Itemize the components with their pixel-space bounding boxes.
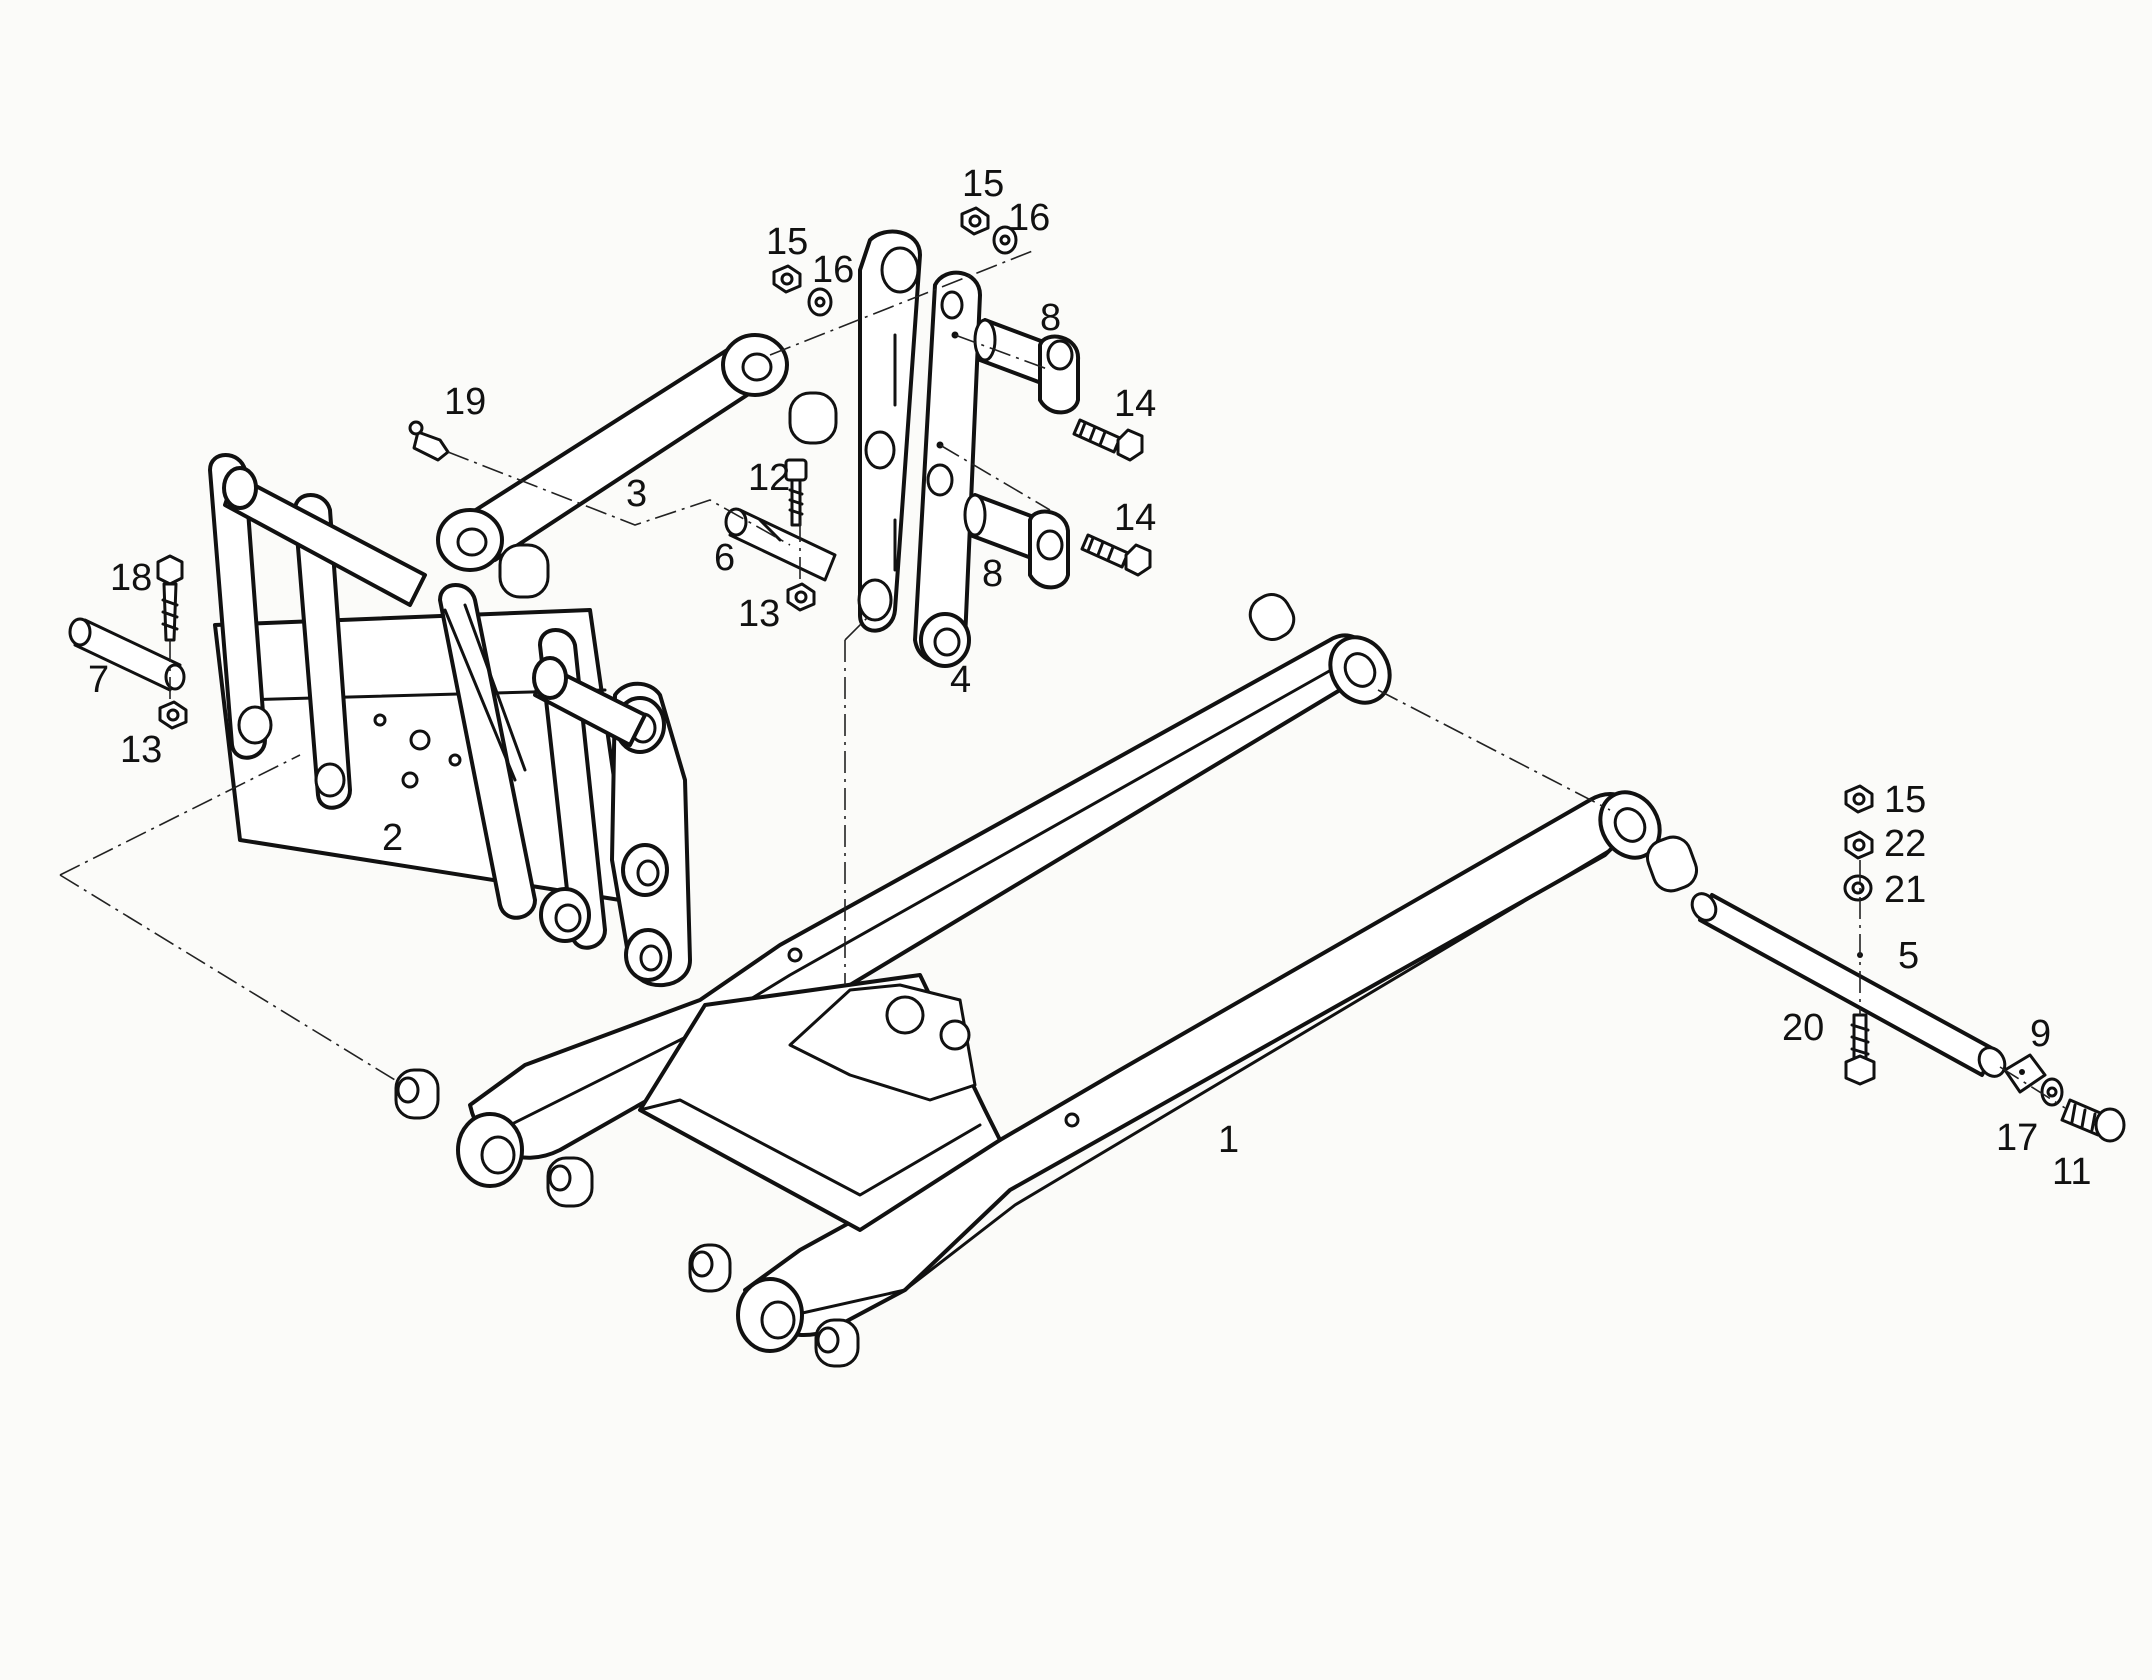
- assembly-lines: [59, 249, 2066, 1109]
- part-4-front-eye-bottom: [919, 612, 971, 668]
- part-2-boss-left-2: [314, 762, 346, 798]
- part-17-washer: [2040, 1077, 2064, 1107]
- part-4-back-eye-bottom: [857, 578, 893, 622]
- callout-16-left: 16: [812, 249, 854, 291]
- part-8-lower-pin: [963, 493, 1070, 590]
- part-3-link-arm: [436, 333, 838, 599]
- part-13-nut-left: [158, 700, 188, 730]
- callout-22: 22: [1884, 823, 1926, 865]
- part-3-eye-left: [436, 508, 504, 572]
- part-2-boss-lower: [624, 928, 672, 982]
- part-14-bolt-lower: [1080, 533, 1152, 577]
- callout-3: 3: [626, 473, 647, 515]
- callout-8-upper: 8: [1040, 297, 1061, 339]
- part-13-nut-upper: [786, 582, 816, 612]
- callout-15-left: 15: [766, 221, 808, 263]
- part-14-bolt-upper: [1072, 418, 1144, 462]
- callout-8-lower: 8: [982, 553, 1003, 595]
- callout-6: 6: [714, 537, 735, 579]
- callout-14-lower: 14: [1114, 497, 1156, 539]
- part-2-side-plate-mid-3: [538, 628, 607, 950]
- callout-labels: 1 2 3 4 5 6 7 8 8 9 11 12 13 13 14 14 15…: [88, 163, 2091, 1193]
- part-3-bushing-right: [788, 391, 838, 445]
- part-1-cross-plate-fold: [638, 1098, 982, 1197]
- part-1-bushing-bottom-inner: [814, 1318, 860, 1368]
- part-2-boss-middle: [621, 843, 669, 897]
- part-8-upper-pin: [973, 318, 1080, 415]
- part-3-eye-right: [721, 333, 789, 397]
- callout-13-left: 13: [120, 729, 162, 771]
- callout-21: 21: [1884, 869, 1926, 911]
- part-21-washer: [1843, 874, 1873, 902]
- part-15-nut-c: [1844, 784, 1874, 814]
- part-11-bolt: [2060, 1098, 2126, 1143]
- callout-9: 9: [2030, 1013, 2051, 1055]
- part-2-brace: [443, 608, 517, 782]
- part-3-bushing-left: [498, 543, 550, 599]
- callout-2: 2: [382, 817, 403, 859]
- callout-20: 20: [1782, 1007, 1824, 1049]
- callout-18: 18: [110, 557, 152, 599]
- part-1-eye-bottom: [736, 1277, 804, 1353]
- part-16-washer-b: [992, 225, 1018, 255]
- part-2-boss-left: [237, 705, 273, 745]
- callout-7: 7: [88, 659, 109, 701]
- part-1-bushing-right: [1646, 835, 1698, 893]
- part-2-side-plate-mid-2: [438, 583, 537, 920]
- part-2-top-tube-right: [532, 656, 647, 747]
- part-1-eye-left: [456, 1112, 524, 1188]
- part-15-nut-b: [960, 206, 990, 236]
- part-1-lower-arm-edge: [778, 848, 1612, 1320]
- part-2-side-plate-mid-1: [293, 493, 352, 810]
- part-16-washer-a: [807, 287, 833, 317]
- callout-16-top: 16: [1008, 197, 1050, 239]
- part-4-back-plate: [858, 229, 922, 633]
- callout-13-upper: 13: [738, 593, 780, 635]
- callout-15-right: 15: [1884, 779, 1926, 821]
- part-19-grease-nipple: [408, 420, 450, 462]
- part-1-arm-hole-top: [787, 947, 803, 963]
- callout-4: 4: [950, 659, 971, 701]
- part-15-nut-a: [772, 264, 802, 294]
- part-12-bolt: [784, 458, 808, 527]
- part-2-boss-bottom: [539, 887, 591, 943]
- part-4-front-hole-top: [940, 290, 964, 320]
- callout-11: 11: [2052, 1151, 2091, 1193]
- part-20-bolt: [1844, 1013, 1876, 1086]
- part-1-bushing-left-inner: [546, 1156, 594, 1208]
- part-2-carriage-frame: [208, 453, 692, 988]
- part-2-brace-edge: [463, 603, 527, 772]
- part-5-shaft: [1690, 892, 2007, 1078]
- part-1-bushing-bottom-outer: [688, 1243, 732, 1293]
- part-1-bracket-hole: [939, 1019, 971, 1051]
- callout-15-top: 15: [962, 163, 1004, 205]
- callout-17: 17: [1996, 1117, 2038, 1159]
- callout-14-upper: 14: [1114, 383, 1156, 425]
- part-22-nut: [1844, 830, 1874, 860]
- callout-19: 19: [444, 381, 486, 423]
- part-4-front-hole-mid: [926, 463, 954, 497]
- part-18-bolt: [156, 554, 184, 642]
- callout-5: 5: [1898, 935, 1919, 977]
- part-4-back-eye-mid: [864, 430, 896, 470]
- part-9-plate: [2003, 1053, 2047, 1094]
- part-6-pin: [724, 507, 837, 582]
- callout-12: 12: [748, 457, 790, 499]
- part-1-eye-top-right: [1328, 635, 1392, 705]
- part-1-bushing-top: [1248, 593, 1296, 641]
- part-4-rocker-link: [857, 229, 982, 668]
- part-2-top-tube-left: [222, 466, 427, 607]
- part-4-back-eye-top: [880, 246, 920, 294]
- part-1-bracket-pin-hole: [885, 995, 925, 1035]
- callout-1: 1: [1218, 1119, 1239, 1161]
- part-1-bushing-left-outer: [394, 1068, 440, 1120]
- part-1-arm-hole-bottom: [1064, 1112, 1080, 1128]
- part-1-main-frame: [394, 593, 1698, 1368]
